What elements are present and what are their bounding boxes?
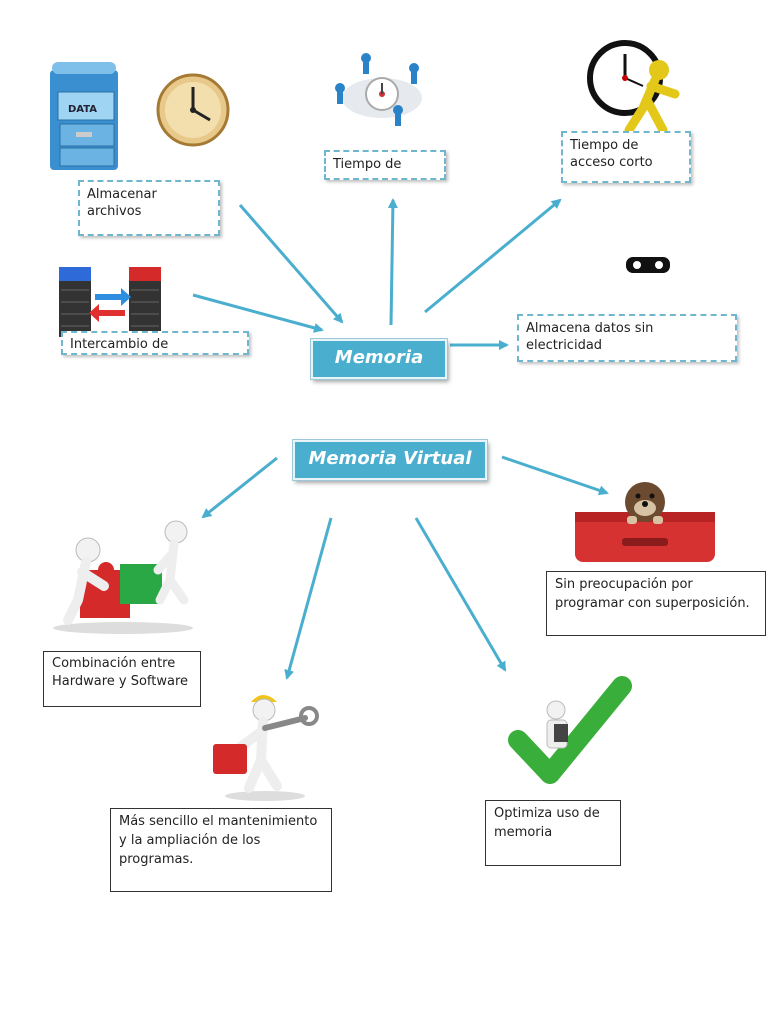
sin-electricidad-label: Almacena datos sin electricidad: [526, 321, 654, 353]
memoria-virtual-title-text: Memoria Virtual: [308, 448, 472, 469]
combinacion-box: Combinación entre Hardware y Software: [43, 651, 201, 707]
memoria-virtual-title: Memoria Virtual: [292, 439, 488, 481]
sin-electricidad-box: Almacena datos sin electricidad: [517, 314, 737, 362]
repairman-illustration: [205, 688, 325, 803]
arrow-to-combinacion: [201, 456, 278, 519]
intercambio-label: Intercambio de: [70, 337, 169, 352]
tiempo-de-label: Tiempo de: [333, 157, 402, 172]
arrow-to-tiempo-de: [387, 198, 398, 326]
optimiza-box: Optimiza uso de memoria: [485, 800, 621, 866]
arrow-to-optimiza: [414, 517, 507, 672]
optimiza-label: Optimiza uso de memoria: [494, 806, 600, 840]
acceso-corto-box: Tiempo de acceso corto: [561, 131, 691, 183]
mantenimiento-box: Más sencillo el mantenimiento y la ampli…: [110, 808, 332, 892]
tiempo-de-box: Tiempo de: [324, 150, 446, 180]
memoria-title-text: Memoria: [334, 347, 424, 368]
running-clock-illustration: [585, 38, 685, 135]
superposicion-box: Sin preocupación por programar con super…: [546, 571, 766, 636]
tape-icon: [620, 253, 675, 277]
arrow-to-acceso-corto: [424, 198, 562, 314]
intercambio-box: Intercambio de: [61, 331, 249, 355]
checkmark-illustration: [508, 676, 632, 790]
acceso-corto-label: Tiempo de acceso corto: [570, 138, 653, 170]
arrow-to-superposicion: [501, 455, 609, 496]
almacenar-archivos-box: Almacenar archivos: [78, 180, 220, 236]
data-cabinet-clock-illustration: DATA: [38, 62, 238, 177]
team-clock-illustration: [330, 50, 435, 130]
svg-text:DATA: DATA: [68, 104, 97, 115]
arrow-to-mantenimiento: [284, 517, 333, 680]
superposicion-label: Sin preocupación por programar con super…: [555, 577, 750, 611]
memoria-title: Memoria: [310, 338, 448, 380]
arrow-to-memoria-from-intercambio: [192, 293, 324, 333]
almacenar-archivos-label: Almacenar archivos: [87, 187, 157, 219]
combinacion-label: Combinación entre Hardware y Software: [52, 656, 189, 689]
puzzle-people-illustration: [38, 520, 203, 635]
server-exchange-illustration: [55, 262, 165, 342]
arrow-to-memoria-from-almacenar: [238, 204, 344, 324]
dog-suitcase-illustration: [570, 480, 720, 570]
mantenimiento-label: Más sencillo el mantenimiento y la ampli…: [119, 814, 318, 867]
